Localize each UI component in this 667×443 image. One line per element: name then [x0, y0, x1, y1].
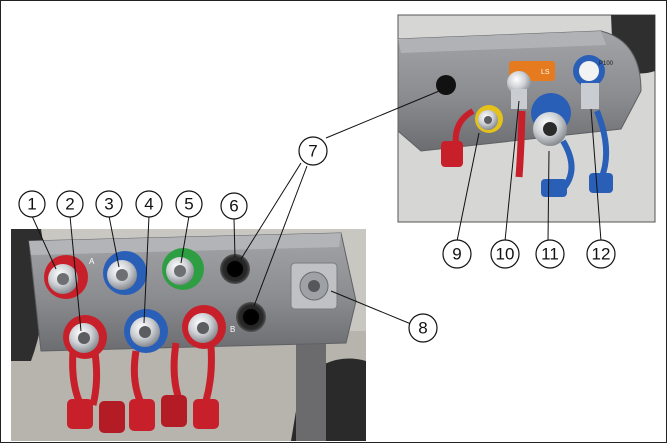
coupling-7-lower: B — [230, 302, 266, 334]
main-photo: A — [11, 229, 366, 441]
callout-1: 1 — [18, 190, 46, 218]
svg-text:11: 11 — [541, 245, 559, 264]
coupling-11 — [531, 93, 575, 197]
mark-p100: P100 — [599, 61, 614, 67]
mark-a: A — [89, 257, 95, 266]
svg-text:5: 5 — [184, 195, 193, 214]
svg-text:8: 8 — [418, 319, 427, 338]
leader-lines — [31, 88, 602, 332]
svg-text:1: 1 — [27, 195, 36, 214]
callout-4: 4 — [135, 190, 163, 218]
callout-3: 3 — [95, 190, 123, 218]
coupling-2 — [63, 315, 107, 359]
coupling-10: LS — [507, 61, 555, 178]
coupling-5 — [162, 248, 204, 290]
red-dust-caps — [67, 342, 219, 433]
callout-10: 10 — [490, 239, 520, 269]
callout-11: 11 — [535, 239, 565, 269]
svg-text:4: 4 — [144, 195, 153, 214]
coupling-6 — [220, 254, 250, 284]
callout-6: 6 — [220, 192, 248, 220]
socket-8 — [290, 262, 338, 310]
coupling-3 — [103, 251, 147, 295]
mark-b: B — [230, 325, 235, 334]
coupling-12: P100 — [573, 55, 614, 193]
coupling-4 — [124, 309, 168, 353]
svg-text:9: 9 — [452, 245, 461, 264]
callout-12: 12 — [586, 239, 616, 269]
svg-text:6: 6 — [229, 197, 238, 216]
callout-8: 8 — [408, 313, 438, 343]
callouts: 1 2 3 4 5 6 7 8 9 10 11 12 — [18, 136, 616, 343]
callout-9: 9 — [442, 239, 472, 269]
svg-text:12: 12 — [592, 245, 611, 264]
callout-5: 5 — [175, 190, 203, 218]
coupling-9 — [441, 105, 503, 167]
svg-text:10: 10 — [496, 245, 515, 264]
callout-7: 7 — [298, 136, 328, 166]
callout-2: 2 — [56, 190, 84, 218]
svg-text:2: 2 — [65, 195, 74, 214]
svg-text:7: 7 — [308, 142, 317, 161]
inset-photo: LS P100 — [397, 14, 656, 223]
svg-text:3: 3 — [104, 195, 113, 214]
mark-ls: LS — [541, 69, 550, 76]
coupling-lower-3 — [182, 305, 226, 349]
